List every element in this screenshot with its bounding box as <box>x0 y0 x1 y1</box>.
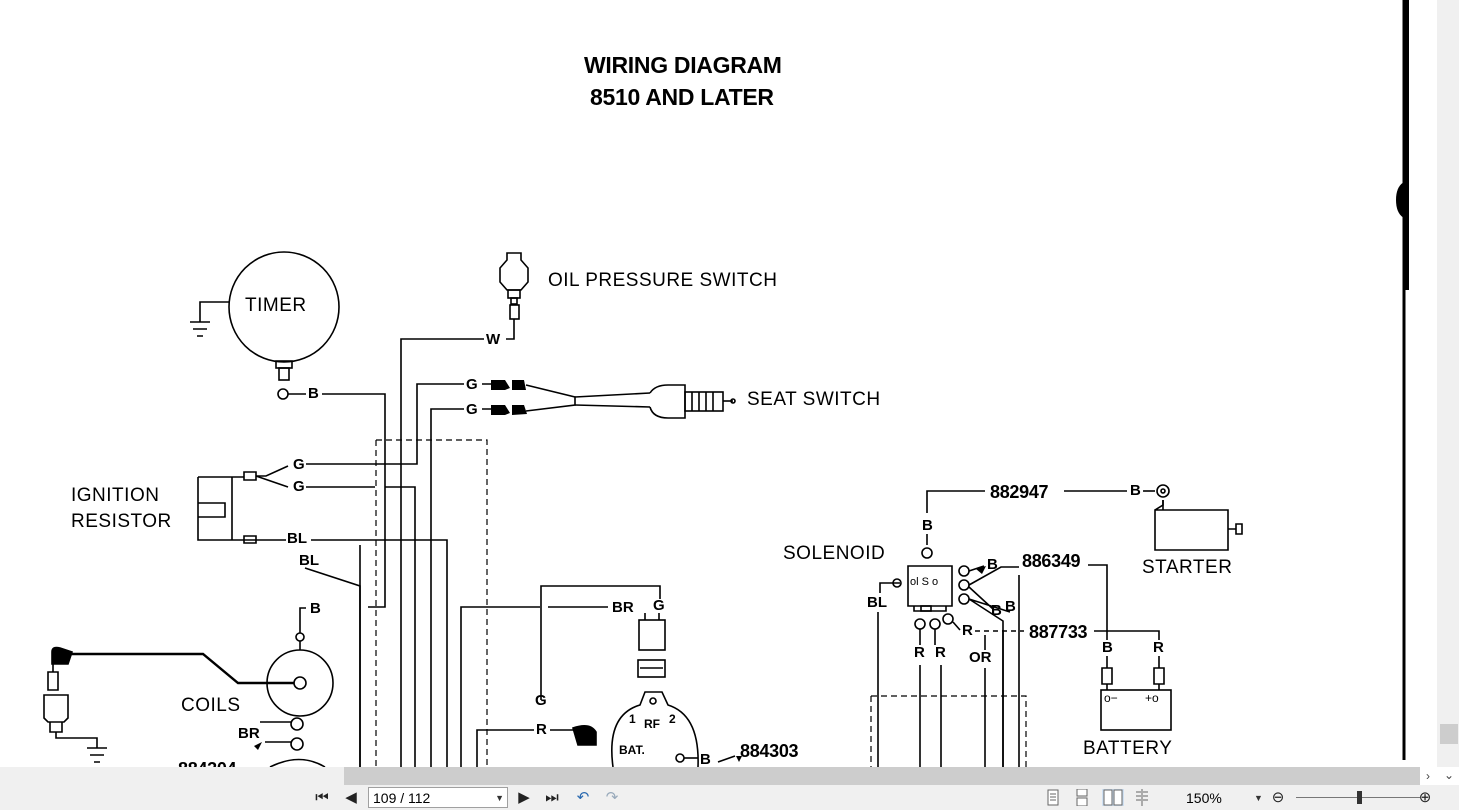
wire-code-r-sol-2: R <box>935 644 946 661</box>
zoom-dropdown-icon[interactable]: ▼ <box>1254 793 1263 803</box>
diagram-subtitle: 8510 AND LATER <box>590 84 774 110</box>
wire-code-g-alt: G <box>653 597 665 614</box>
battery-plus-terminal: +o <box>1145 691 1159 705</box>
wire-code-b-sol-right: B <box>987 556 998 573</box>
next-page-icon[interactable]: ▶ <box>518 789 530 806</box>
wire-code-b-starter: B <box>1130 482 1141 499</box>
part-number-887733: 887733 <box>1029 622 1088 642</box>
wire-code-w: W <box>486 331 501 348</box>
wire-code-r-sol: R <box>962 622 973 639</box>
wire-code-g-ign-1: G <box>293 456 305 473</box>
label-battery: BATTERY <box>1083 738 1173 759</box>
wire-code-g-ign-2: G <box>293 478 305 495</box>
wire-code-g-seat-2: G <box>466 401 478 418</box>
two-page-icon[interactable] <box>1102 789 1124 806</box>
wire-code-g-alt-2: G <box>535 692 547 709</box>
label-timer: TIMER <box>245 295 307 316</box>
vertical-scrollbar[interactable] <box>1437 0 1459 767</box>
vertical-scroll-thumb[interactable] <box>1440 724 1458 744</box>
go-back-icon[interactable]: ↶ <box>576 789 590 806</box>
horizontal-scroll-track-left[interactable] <box>0 767 344 785</box>
zoom-in-icon[interactable]: ⊕ <box>1418 789 1432 806</box>
label-starter: STARTER <box>1142 557 1233 578</box>
label-ignition: IGNITION <box>71 485 160 506</box>
zoom-level[interactable]: 150% <box>1186 790 1222 806</box>
scroll-down-arrow-icon[interactable]: ⌄ <box>1443 768 1455 782</box>
diagram-title: WIRING DIAGRAM <box>584 52 782 78</box>
alternator-rf-label: RF <box>644 717 660 731</box>
wire-code-br-coil: BR <box>238 725 260 742</box>
alternator-terminal-1: 1 <box>629 712 636 726</box>
wire-code-or-sol: OR <box>969 649 992 666</box>
wire-code-b-alt: B <box>700 751 711 767</box>
wire-code-bl-ign-1: BL <box>287 530 307 547</box>
wire-code-br-alt: BR <box>612 599 634 616</box>
prev-page-icon[interactable]: ◀ <box>345 789 357 806</box>
alternator-terminal-2: 2 <box>669 712 676 726</box>
document-viewport[interactable]: WIRING DIAGRAM 8510 AND LATER TIMER OIL … <box>0 0 1427 767</box>
wire-code-bl-sol: BL <box>867 594 887 611</box>
wire-code-b-battery: B <box>1102 639 1113 656</box>
page-dropdown-icon[interactable]: ▼ <box>495 793 504 803</box>
zoom-slider-thumb[interactable] <box>1357 791 1362 804</box>
label-coils: COILS <box>181 695 241 716</box>
horizontal-scroll-thumb[interactable] <box>344 767 1420 785</box>
zoom-out-icon[interactable]: ⊖ <box>1271 789 1285 806</box>
wiring-diagram <box>43 0 1409 767</box>
book-view-icon[interactable] <box>1134 789 1150 806</box>
continuous-page-icon[interactable] <box>1074 789 1090 806</box>
first-page-icon[interactable]: ⏮ <box>315 789 329 806</box>
wire-code-b-sol-b: B <box>1005 598 1016 615</box>
wire-code-g-seat-1: G <box>466 376 478 393</box>
wire-code-r-alt: R <box>536 721 547 738</box>
single-page-icon[interactable] <box>1045 789 1061 806</box>
wire-code-b-sol-a: B <box>991 602 1002 619</box>
part-number-882947: 882947 <box>990 482 1049 502</box>
part-number-884303: 884303 <box>740 741 799 761</box>
solenoid-face-label: ol S o <box>910 576 939 588</box>
wire-code-bl-ign-2: BL <box>299 552 319 569</box>
wire-code-r-battery: R <box>1153 639 1164 656</box>
label-oil-pressure-switch: OIL PRESSURE SWITCH <box>548 270 778 291</box>
alternator-bat-label: BAT. <box>619 743 645 757</box>
battery-minus-terminal: o− <box>1104 691 1118 705</box>
bottom-toolbar: ⏮ ◀ 109 / 112 ▼ ▶ ⏭ ↶ ↷ 150% ▼ ⊖ ⊕ <box>0 785 1459 810</box>
part-number-886349: 886349 <box>1022 551 1081 571</box>
wire-code-b-sol-top: B <box>922 517 933 534</box>
page-number-input[interactable]: 109 / 112 ▼ <box>368 787 508 808</box>
label-seat-switch: SEAT SWITCH <box>747 389 881 410</box>
page-number-value: 109 / 112 <box>373 790 431 806</box>
wire-code-r-sol-1: R <box>914 644 925 661</box>
go-forward-icon[interactable]: ↷ <box>605 789 619 806</box>
scroll-right-arrow-icon[interactable]: › <box>1426 769 1430 783</box>
wire-code-b-timer: B <box>308 385 319 402</box>
part-number-partial: 884304 <box>178 759 236 767</box>
last-page-icon[interactable]: ⏭ <box>545 789 559 806</box>
label-solenoid: SOLENOID <box>783 543 886 564</box>
label-resistor: RESISTOR <box>71 511 172 532</box>
wire-code-b-coil: B <box>310 600 321 617</box>
